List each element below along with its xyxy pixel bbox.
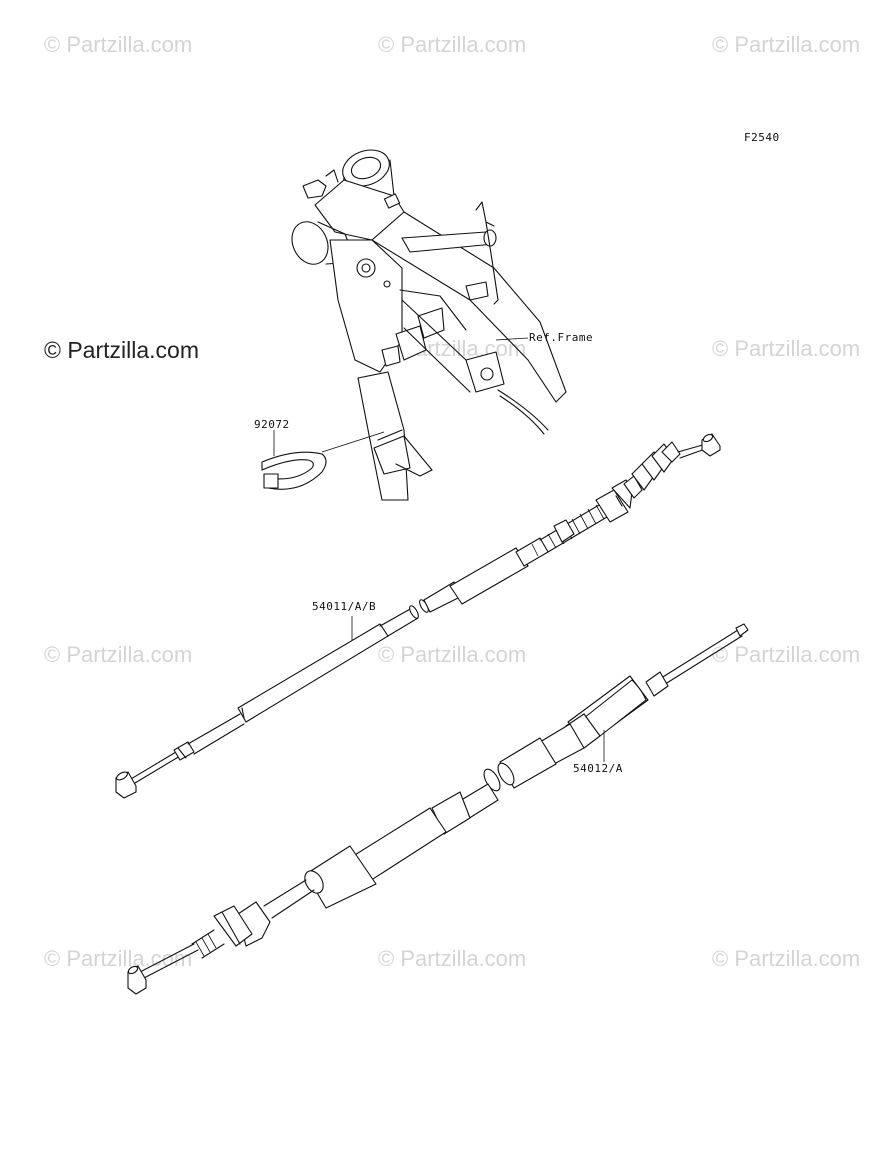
watermark: © Partzilla.com — [378, 642, 526, 667]
watermark-layer: © Partzilla.com © Partzilla.com © Partzi… — [44, 32, 860, 971]
ref-frame-label: Ref.Frame — [529, 331, 593, 344]
watermark: © Partzilla.com — [378, 946, 526, 971]
part-number-92072: 92072 — [254, 418, 290, 431]
cable-54012 — [127, 623, 749, 995]
watermark: © Partzilla.com — [712, 946, 860, 971]
ref-frame-leader — [495, 337, 529, 341]
cable-54011 — [115, 433, 721, 799]
part-number-54012: 54012/A — [573, 762, 623, 775]
watermark: © Partzilla.com — [712, 32, 860, 57]
figure-code: F2540 — [744, 131, 780, 144]
watermark: © Partzilla.com — [712, 642, 860, 667]
part-number-54011: 54011/A/B — [312, 600, 376, 613]
band-pointer — [321, 431, 385, 453]
watermark: © Partzilla.com — [44, 946, 192, 971]
watermark: © Partzilla.com — [378, 32, 526, 57]
watermark: © Partzilla.com — [44, 642, 192, 667]
watermark: © Partzilla.com — [712, 336, 860, 361]
band-92072 — [261, 451, 327, 490]
watermark: © Partzilla.com — [44, 32, 192, 57]
frame-drawing — [291, 149, 567, 501]
watermark-main: © Partzilla.com — [44, 337, 199, 363]
